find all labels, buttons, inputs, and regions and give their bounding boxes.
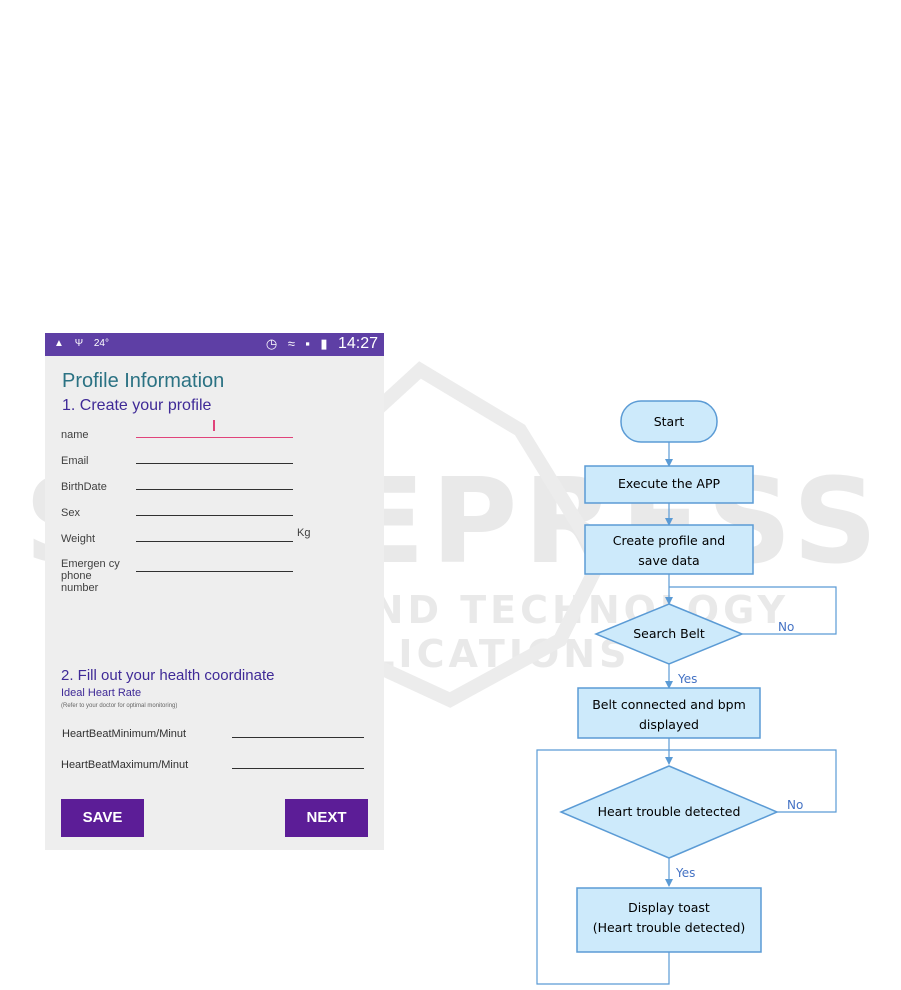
signal-icon: ▪ — [305, 336, 310, 351]
emergency-phone-input[interactable] — [136, 571, 293, 572]
page-title: Profile Information — [62, 370, 225, 392]
weight-label: Weight — [61, 533, 96, 545]
heart-yes-label: Yes — [675, 866, 695, 880]
belt-connected-line2: displayed — [639, 717, 699, 732]
search-yes-label: Yes — [677, 672, 697, 686]
status-right: ◷ ≈ ▪ ▮ 14:27 — [266, 335, 378, 353]
sex-label: Sex — [61, 507, 80, 519]
refer-note: (Refer to your doctor for optimal monito… — [61, 703, 178, 709]
notification-icon: ▲ — [54, 338, 64, 349]
email-label: Email — [61, 455, 89, 467]
loop-search-no — [669, 586, 837, 635]
heart-no-label: No — [787, 798, 803, 812]
heart-trouble-label: Heart trouble detected — [598, 804, 741, 819]
hr-max-input[interactable] — [232, 768, 364, 769]
next-button[interactable]: NEXT — [285, 799, 368, 837]
hr-min-label: HeartBeatMinimum/Minut — [62, 728, 187, 740]
create-profile-box — [584, 524, 754, 575]
ideal-heart-rate: Ideal Heart Rate — [61, 687, 142, 699]
wifi-icon: ≈ — [287, 336, 295, 351]
start-label: Start — [654, 414, 685, 429]
phone-screenshot: ▲ Ψ 24° ◷ ≈ ▪ ▮ 14:27 Profile Informatio… — [45, 333, 384, 850]
search-no-label: No — [778, 620, 794, 634]
execute-box — [584, 465, 754, 504]
display-toast-line2: (Heart trouble detected) — [593, 920, 746, 935]
weight-unit: Kg — [297, 527, 311, 539]
status-bar: ▲ Ψ 24° ◷ ≈ ▪ ▮ 14:27 — [45, 333, 384, 356]
display-toast-line1: Display toast — [628, 900, 710, 915]
birthdate-label: BirthDate — [61, 481, 107, 493]
sex-input[interactable] — [136, 515, 293, 516]
belt-connected-box — [577, 687, 761, 739]
save-button[interactable]: SAVE — [61, 799, 144, 837]
status-time: 14:27 — [337, 335, 378, 352]
alarm-icon: ◷ — [265, 336, 278, 351]
execute-label: Execute the APP — [618, 476, 721, 491]
create-profile-line1: Create profile and — [613, 533, 725, 548]
display-toast-box — [576, 887, 762, 953]
belt-connected-line1: Belt connected and bpm — [592, 697, 746, 712]
birthdate-input[interactable] — [136, 489, 293, 490]
section-create-profile: 1. Create your profile — [62, 397, 212, 414]
loop-heart-no — [669, 749, 837, 813]
hr-max-label: HeartBeatMaximum/Minut — [61, 759, 189, 771]
name-input[interactable] — [136, 437, 293, 438]
status-left: ▲ Ψ 24° — [54, 338, 109, 349]
search-belt-label: Search Belt — [633, 626, 705, 641]
search-belt-decision — [594, 603, 744, 665]
weight-input[interactable] — [136, 541, 293, 542]
battery-icon: ▮ — [320, 336, 328, 351]
loop-toast-back — [536, 749, 670, 985]
section-health: 2. Fill out your health coordinate — [61, 667, 275, 684]
emergency-phone-label: Emergen cy phone number — [61, 558, 120, 594]
hr-min-input[interactable] — [232, 737, 364, 738]
start-terminal — [620, 400, 718, 443]
connectors — [536, 442, 837, 985]
email-input[interactable] — [136, 463, 293, 464]
name-label: name — [61, 429, 89, 441]
text-cursor — [213, 420, 215, 431]
temperature: 24° — [93, 338, 109, 349]
usb-icon: Ψ — [74, 338, 84, 349]
create-profile-line2: save data — [638, 553, 699, 568]
heart-trouble-decision — [559, 765, 779, 859]
